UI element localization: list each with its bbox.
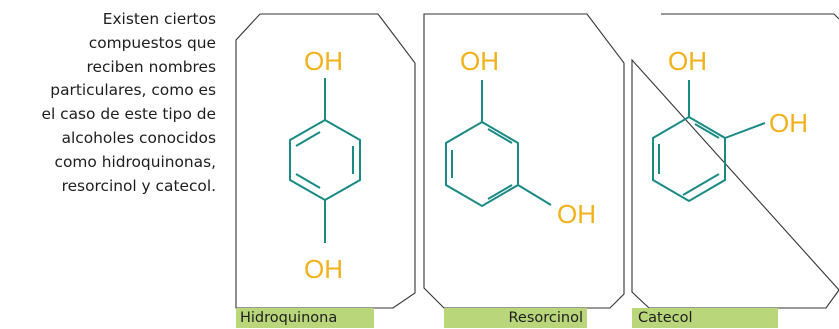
intro-line: reciben nombres: [86, 57, 217, 76]
resorcinol-top-oh: OH: [460, 46, 499, 76]
intro-line: como hidroquinonas,: [54, 152, 216, 171]
intro-paragraph: Existen ciertos compuestos que reciben n…: [6, 8, 217, 198]
intro-line: particulares, como es: [50, 81, 216, 100]
intro-line: alcoholes conocidos: [61, 128, 216, 147]
intro-line: Existen ciertos: [102, 10, 216, 28]
hydroquinone-top-oh: OH: [304, 46, 343, 76]
catechol-right-oh: OH: [769, 108, 808, 138]
resorcinol-bottom-oh: OH: [557, 199, 596, 229]
intro-line: resorcinol y catecol.: [61, 176, 216, 195]
catechol-structure: [652, 80, 766, 203]
hydroquinone-frame: [235, 13, 416, 309]
resorcinol-frame: [423, 13, 625, 309]
catechol-top-oh: OH: [668, 46, 707, 76]
hydroquinone-bottom-oh: OH: [304, 254, 343, 284]
catechol-caption: Catecol: [632, 308, 778, 328]
hydroquinone-caption: Hidroquinona: [236, 308, 374, 328]
catechol-frame: [631, 13, 839, 309]
hydroquinone-structure: [289, 78, 361, 243]
intro-line: el caso de este tipo de: [41, 105, 217, 124]
resorcinol-caption: Resorcinol: [444, 308, 587, 328]
intro-line: compuestos que: [88, 33, 216, 52]
resorcinol-structure: [445, 80, 552, 208]
